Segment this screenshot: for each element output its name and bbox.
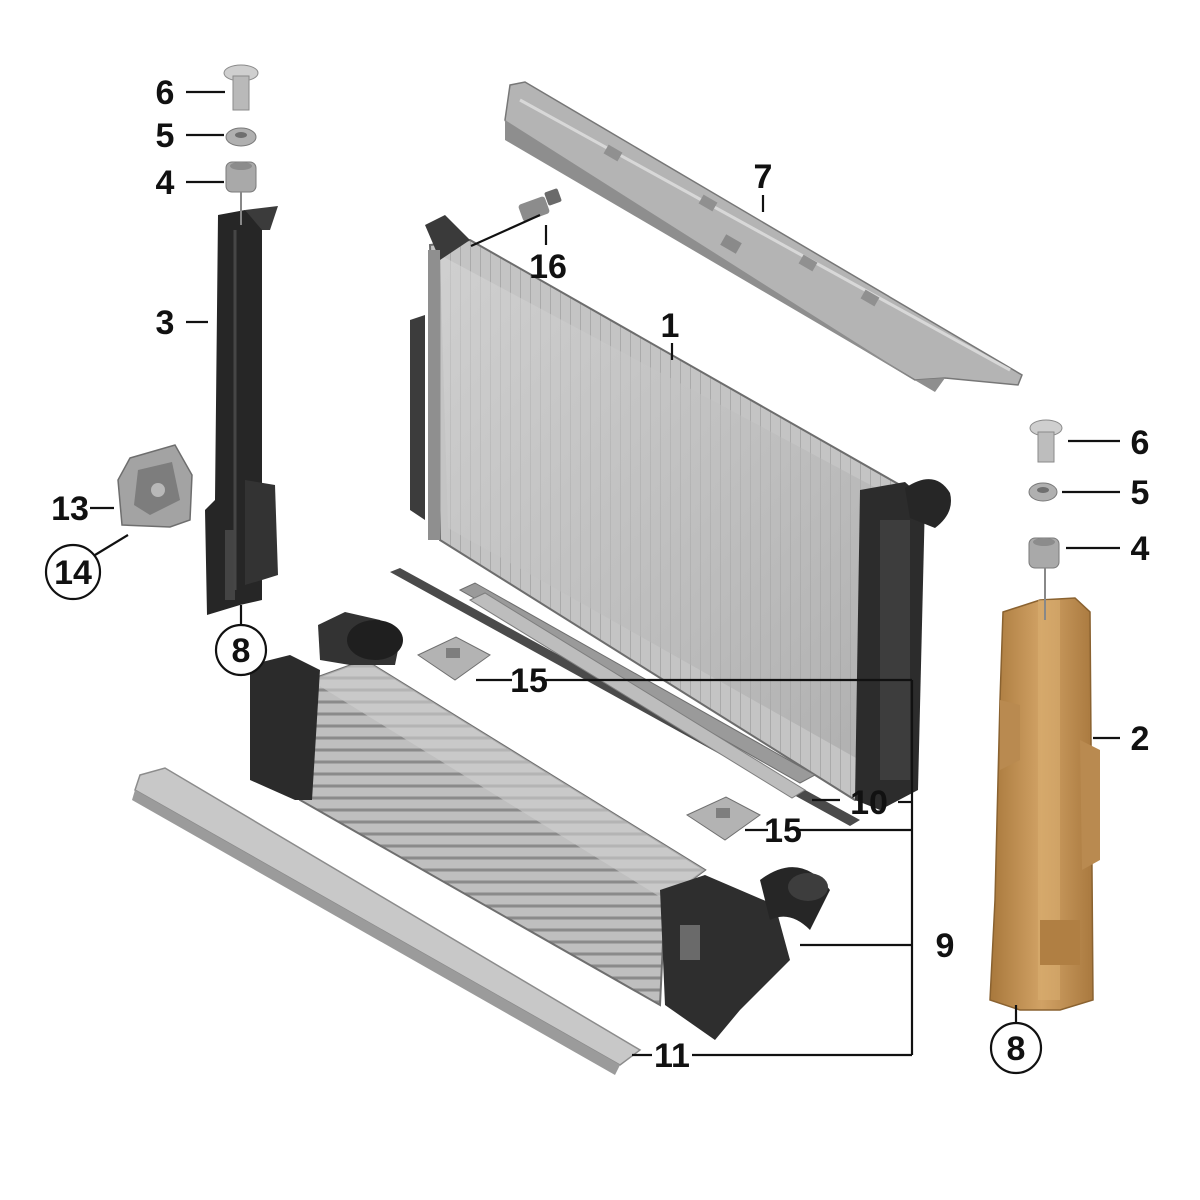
bracket-part	[117, 444, 193, 528]
label-ref-right: 8	[1007, 1030, 1026, 1068]
label-sensor: 16	[529, 248, 567, 286]
top-cover-panel	[504, 81, 1023, 392]
label-radiator: 1	[661, 307, 680, 345]
label-clip-upper: 15	[510, 662, 548, 700]
label-washer-left: 5	[156, 117, 175, 155]
label-right-air-duct: 2	[1131, 720, 1150, 758]
leader-lines	[90, 90, 1120, 1057]
label-top-cover: 7	[754, 158, 773, 196]
right-fastener-stack	[1028, 419, 1063, 620]
label-ref-left: 8	[232, 632, 251, 670]
label-nut-right: 4	[1131, 530, 1150, 568]
label-nut-left: 4	[156, 164, 175, 202]
right-air-duct	[989, 597, 1100, 1011]
label-bottom-strip: 11	[654, 1037, 690, 1075]
ref-circle-right	[989, 1021, 1043, 1075]
radiator	[410, 215, 951, 810]
clip-upper	[416, 636, 491, 681]
intercooler	[250, 612, 830, 1040]
bottom-strip	[132, 767, 642, 1075]
label-pin-right: 6	[1131, 424, 1150, 462]
label-intercooler: 9	[936, 927, 955, 965]
left-fastener-stack	[223, 64, 259, 225]
label-bracket-ref: 14	[54, 554, 92, 592]
clip-lower	[685, 796, 761, 841]
ref-circle-left	[214, 623, 268, 677]
sensor-part	[518, 188, 562, 222]
ref-circle-bracket	[44, 543, 102, 601]
label-left-air-duct: 3	[156, 304, 175, 342]
left-air-duct	[205, 206, 278, 615]
label-washer-right: 5	[1131, 474, 1150, 512]
label-seal: 10	[850, 784, 888, 822]
seal-strips	[390, 568, 860, 826]
label-clip-lower: 15	[764, 812, 802, 850]
label-bracket-part: 13	[51, 490, 89, 528]
label-pin-left: 6	[156, 74, 175, 112]
